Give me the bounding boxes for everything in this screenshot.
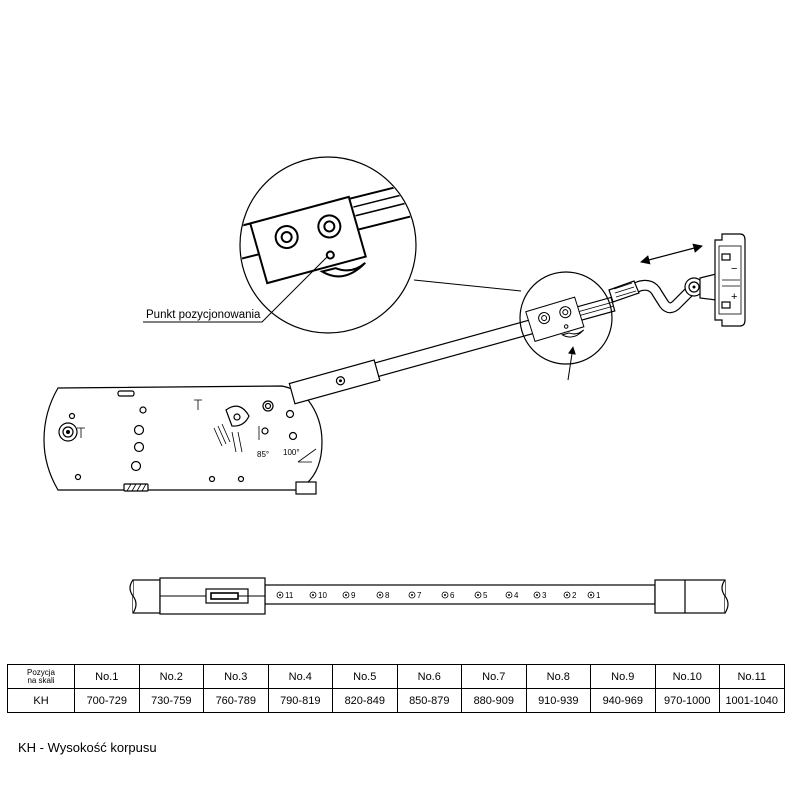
table-cell: 910-939: [525, 688, 591, 713]
scale-right-end: [654, 579, 726, 614]
front-mounting-plate: − +: [699, 233, 746, 327]
scale-left-end: [132, 579, 161, 614]
table-column-header: No.7: [461, 664, 527, 689]
table-cell: 730-759: [138, 688, 204, 713]
body-pin: [295, 481, 317, 495]
table-column-header: No.3: [203, 664, 269, 689]
scale-mark: 1: [587, 591, 601, 600]
scale-mark: 11: [276, 591, 294, 600]
hinge-body-plate: [43, 385, 323, 491]
scale-number: 2: [572, 591, 577, 600]
table-column-header: No.8: [525, 664, 591, 689]
callout-label: Punkt pozycjonowania: [146, 309, 261, 321]
table-column-header: No.6: [396, 664, 462, 689]
table-column-header: No.2: [138, 664, 204, 689]
table-cell: 970-1000: [654, 688, 720, 713]
scale-number: 6: [450, 591, 455, 600]
table-column-header: No.10: [654, 664, 720, 689]
scale-number: 1: [596, 591, 601, 600]
detail-marker-circle: [519, 271, 613, 365]
scale-number: 9: [351, 591, 356, 600]
table-cell: 820-849: [332, 688, 398, 713]
table-row: KH 700-729 730-759 760-789 790-819 820-8…: [7, 688, 785, 713]
adjustment-double-arrow: [640, 243, 703, 265]
scale-mark: 3: [533, 591, 547, 600]
scale-mark: 2: [563, 591, 577, 600]
zoom-detail: [239, 156, 417, 334]
adjust-plus-sign: +: [731, 291, 737, 303]
table-column-header: No.9: [590, 664, 656, 689]
arm-sleeve: [288, 359, 381, 405]
table-cell: 850-879: [396, 688, 462, 713]
angle-indicator: [297, 448, 317, 463]
scale-mark: 9: [342, 591, 356, 600]
table-cell: 700-729: [74, 688, 140, 713]
lift-arm: [288, 296, 616, 405]
table-cell: 760-789: [203, 688, 269, 713]
table-header-label: Pozycja na skali: [7, 664, 75, 689]
table-column-header: No.5: [332, 664, 398, 689]
table-row-label: KH: [7, 688, 75, 713]
table-column-header: No.4: [267, 664, 333, 689]
angle-min-label: 85°: [257, 450, 269, 459]
scale-number: 4: [514, 591, 519, 600]
scale-number: 5: [483, 591, 488, 600]
footnote: KH - Wysokość korpusu: [18, 740, 157, 755]
zoom-circle: [239, 156, 417, 334]
table-column-header: No.11: [719, 664, 785, 689]
scale-mark: 7: [408, 591, 422, 600]
mounting-hole: [58, 422, 78, 442]
adjust-minus-sign: −: [731, 263, 737, 275]
scale-number: 8: [385, 591, 390, 600]
scale-mark: 6: [441, 591, 455, 600]
table-cell: 1001-1040: [719, 688, 785, 713]
scale-bar: 11 10 9 8 7 6 5 4 3 2 1: [129, 577, 729, 615]
scale-mark: 4: [505, 591, 519, 600]
scale-number: 11: [285, 591, 294, 600]
arm-carriage: [524, 296, 587, 348]
table-header-row: Pozycja na skali No.1 No.2 No.3 No.4 No.…: [7, 664, 785, 689]
screw-icon: [194, 399, 202, 410]
table-cell: 880-909: [461, 688, 527, 713]
table-cell: 790-819: [267, 688, 333, 713]
angle-max-label: 100°: [283, 448, 300, 457]
scale-mark: 10: [309, 591, 327, 600]
scale-mark: 8: [376, 591, 390, 600]
callout-leader-line: [143, 256, 328, 323]
scale-mark: 5: [474, 591, 488, 600]
body-top-slot: [117, 390, 135, 397]
zoom-connector-line: [413, 279, 522, 292]
table-cell: 940-969: [590, 688, 656, 713]
crank-link: [608, 277, 704, 314]
scale-number: 7: [417, 591, 422, 600]
hinge-body: 85° 100°: [43, 385, 323, 495]
table-column-header: No.1: [74, 664, 140, 689]
scale-number: 10: [318, 591, 327, 600]
position-height-table: Pozycja na skali No.1 No.2 No.3 No.4 No.…: [7, 664, 785, 713]
scale-number: 3: [542, 591, 547, 600]
zoom-carriage: [248, 195, 370, 296]
